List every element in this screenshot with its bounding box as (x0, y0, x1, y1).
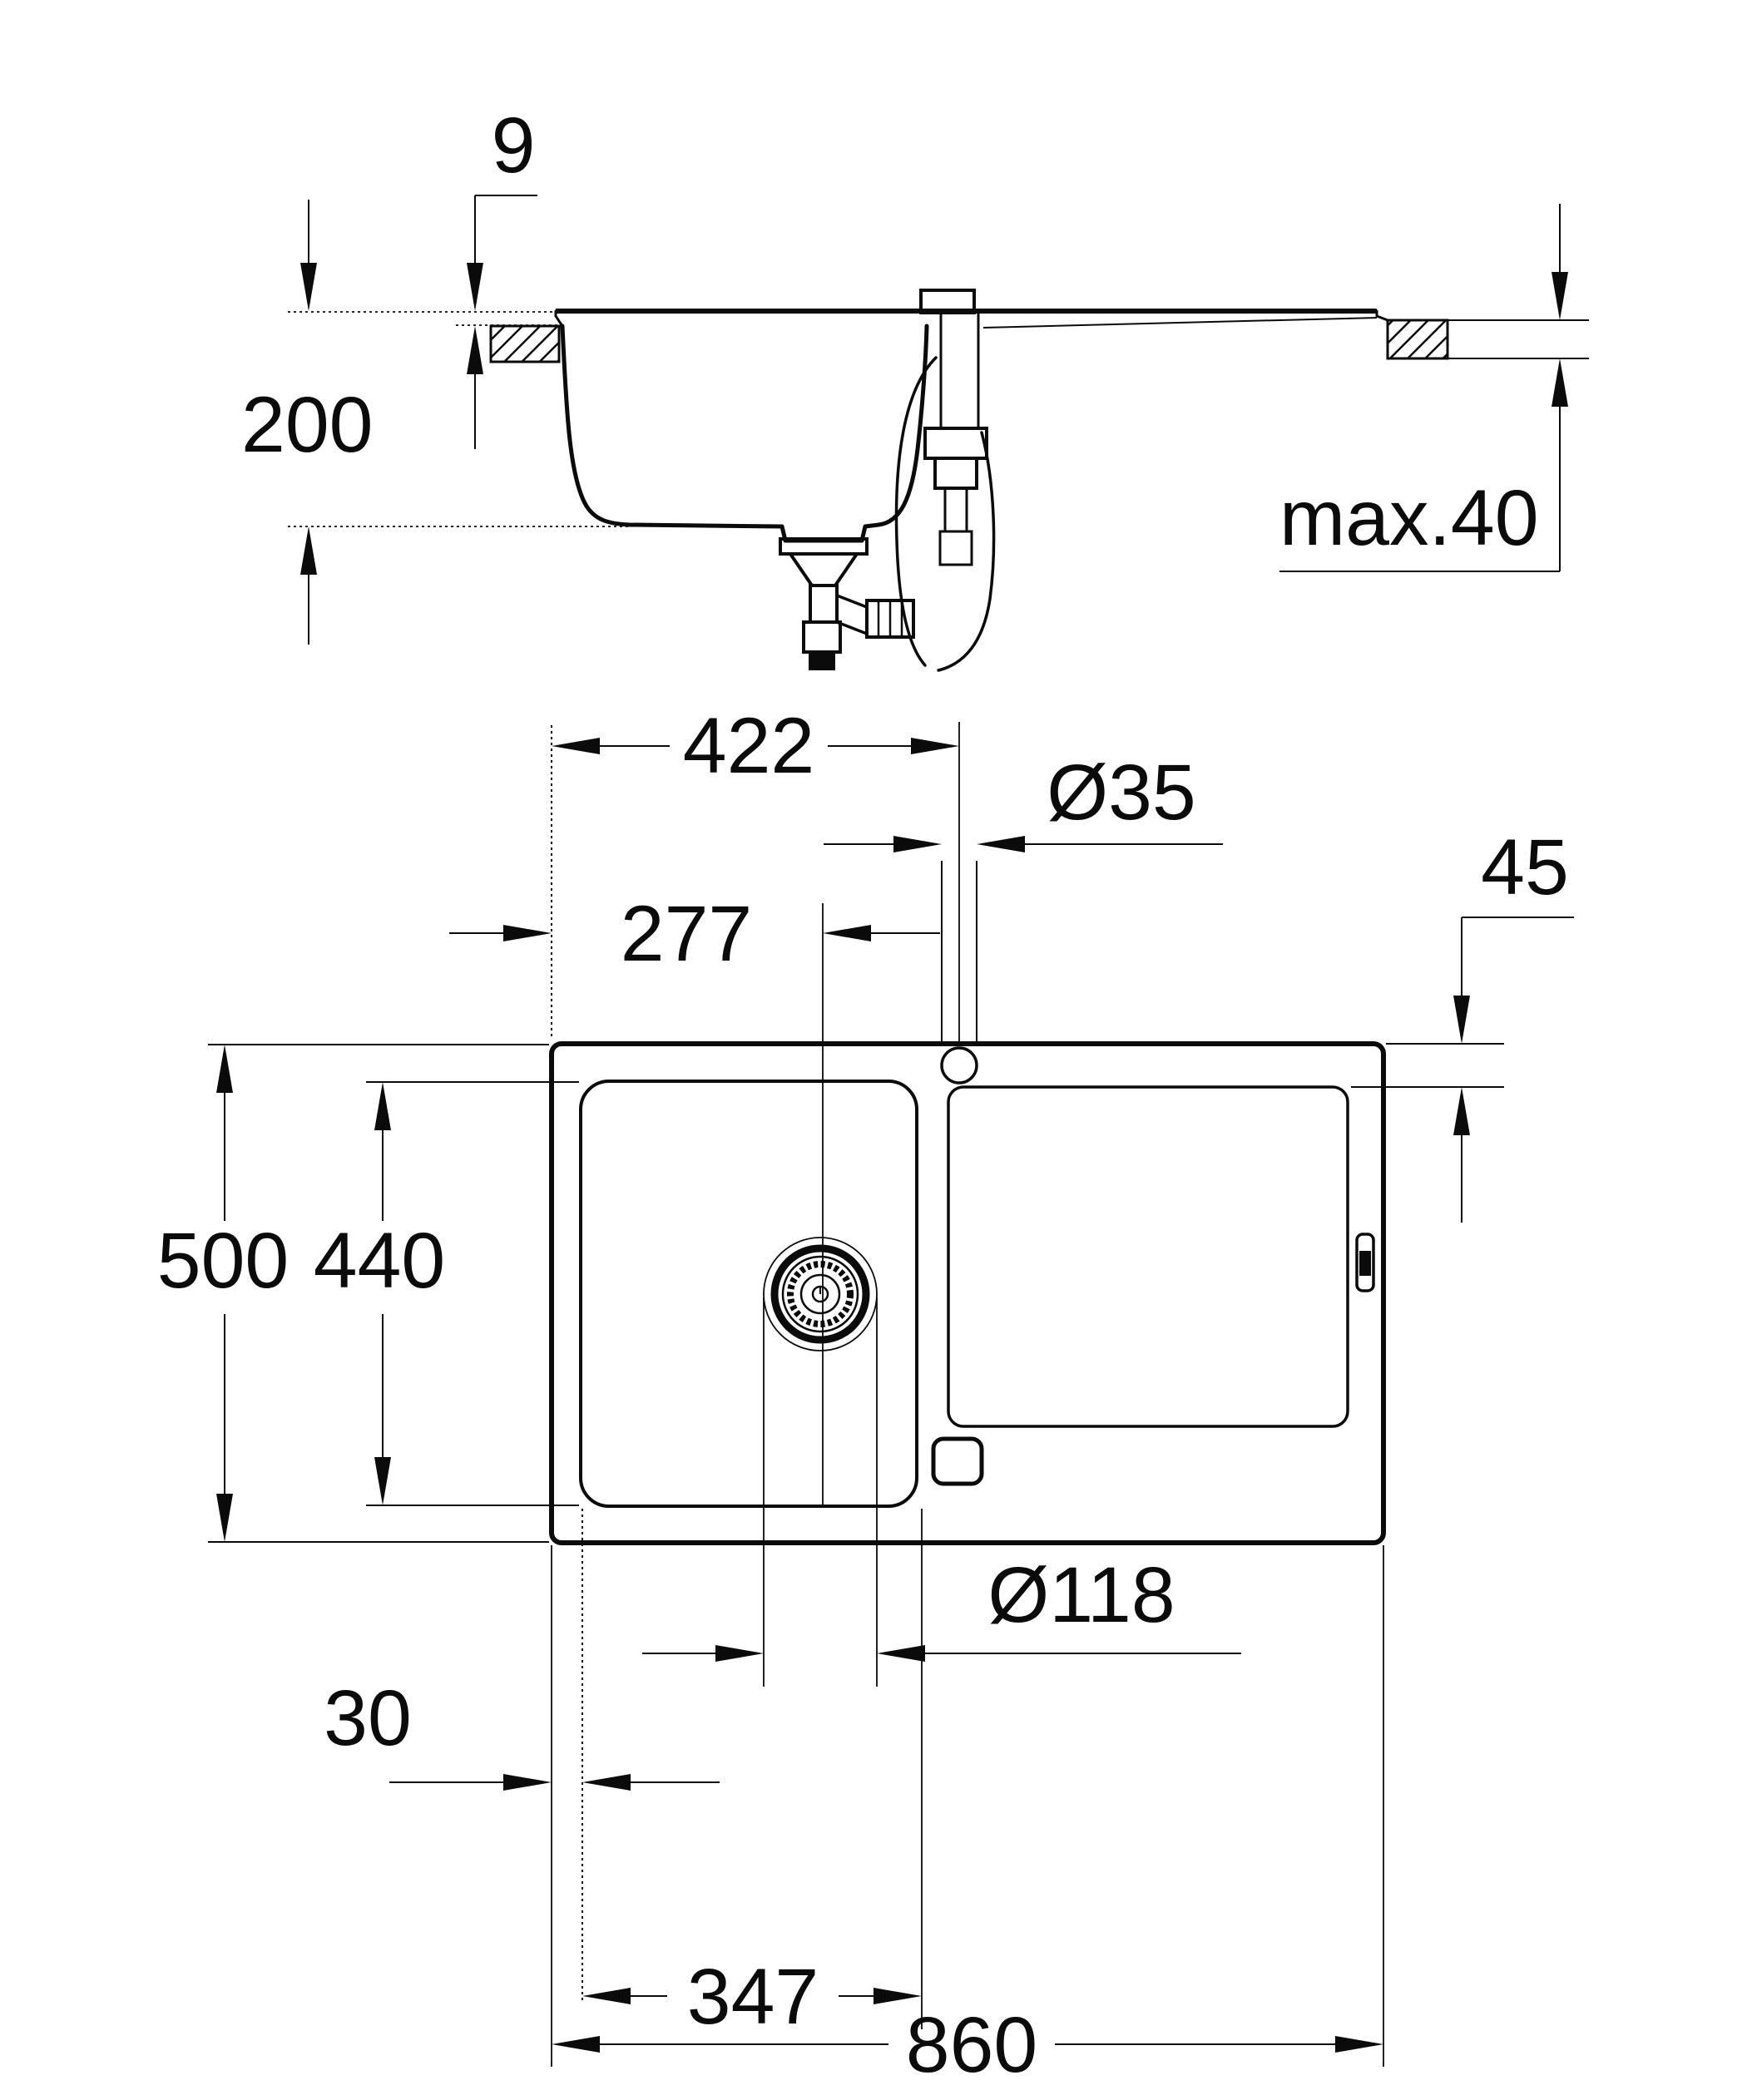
dim-max40-label: max.40 (1279, 474, 1539, 562)
dim-rim-top-width: 45 (1453, 823, 1574, 1223)
tap-fastening-nut (923, 427, 988, 460)
bowl-outline (579, 1080, 918, 1508)
drain-funnel (789, 552, 859, 587)
tap-hole-circle (940, 1046, 978, 1085)
dim-rim-height: 9 (467, 101, 537, 449)
section-bowl-profile (560, 324, 929, 543)
plan-view (549, 1041, 1386, 1545)
dim-860-arrowhead-right (1335, 2036, 1383, 2053)
dim-tap-center-from-left: 422 (552, 702, 959, 790)
dim-277-arrowhead-right-pointing (503, 925, 552, 941)
dim-347-arrowhead-left (582, 1988, 631, 2004)
overflow-slot-fill (1359, 1251, 1371, 1276)
dim-500-arrowhead-down (216, 1494, 233, 1542)
dim-30-arrowhead-left-pointing (582, 1774, 631, 1791)
dim-9-arrowhead-up (467, 326, 483, 374)
dim-tap-hole-diameter: Ø35 (824, 749, 1223, 852)
drain-serrated-ring (787, 1261, 854, 1327)
dim-440-arrowhead-down (374, 1457, 391, 1505)
drainboard-outline (947, 1085, 1349, 1428)
tap-stud-foot (938, 530, 973, 566)
dim-o35-arrowhead-right-pointing (893, 836, 942, 852)
sink-outline (549, 1041, 1386, 1545)
drain-lower-body (802, 620, 842, 654)
dim-bowl-depth-section: 200 (241, 200, 374, 645)
dim-9-arrowhead-down (467, 263, 483, 311)
tap-shank-cap (919, 289, 976, 314)
dim-860-label: 860 (906, 2001, 1038, 2089)
dim-45-arrowhead-down (1453, 996, 1470, 1044)
plan-dimensions: 422 Ø35 45 277 (157, 702, 1574, 2089)
dim-overall-depth: 500 (157, 1045, 290, 1542)
dim-500-arrowhead-up (216, 1045, 233, 1093)
countertop-section-left-hatch (489, 324, 561, 363)
dim-drain-flange-diameter: Ø118 (642, 1551, 1241, 1662)
dim-max40-arrowhead-down (1552, 272, 1568, 320)
dim-277-arrowhead-left-pointing (823, 925, 871, 941)
drain-foot (809, 652, 835, 670)
countertop-section-right-hatch (1386, 319, 1449, 360)
dim-422-arrowhead-right (911, 738, 959, 754)
dim-200-arrowhead-down (300, 263, 317, 311)
dim-30-arrowhead-right-pointing (503, 1774, 552, 1791)
overflow-slot-outline (1355, 1233, 1375, 1292)
dim-bowl-inner-width: 347 (582, 1953, 922, 2041)
dim-countertop-thickness: max.40 (1279, 204, 1568, 572)
dim-overall-width: 860 (552, 2001, 1383, 2089)
dim-o35-arrowhead-left-pointing (977, 836, 1025, 852)
section-deck-underside-line (982, 317, 1378, 329)
dim-860-arrowhead-left (552, 2036, 600, 2053)
dim-o118-label: Ø118 (987, 1551, 1175, 1639)
section-rim-right-edge (1375, 309, 1389, 322)
drain-flange-circle (763, 1237, 878, 1351)
dim-o118-arrowhead-left-pointing (877, 1645, 925, 1662)
dim-45-label: 45 (1481, 823, 1569, 912)
drain-strainer (763, 1237, 878, 1351)
drainboard-outlet-square (931, 1436, 984, 1486)
dim-347-arrowhead-right (874, 1988, 922, 2004)
dim-9-label: 9 (492, 101, 536, 190)
tap-supply-hose-right (937, 431, 996, 672)
dim-o35-label: Ø35 (1047, 749, 1196, 837)
dim-max40-arrowhead-up (1552, 358, 1568, 407)
dim-347-label: 347 (687, 1953, 819, 2041)
dim-277-label: 277 (621, 890, 753, 978)
tap-threaded-stud (943, 487, 968, 533)
dim-bowl-inner-depth: 440 (314, 1082, 446, 1505)
dim-200-label: 200 (241, 381, 374, 469)
dim-422-arrowhead-left (552, 738, 600, 754)
section-view: 9 200 max.40 (241, 101, 1589, 672)
drain-outer-ring (770, 1244, 870, 1344)
dim-500-label: 500 (157, 1217, 290, 1305)
dim-o118-arrowhead-right-pointing (715, 1645, 764, 1662)
tap-supply-hose-left (894, 356, 938, 667)
dim-422-label: 422 (683, 702, 815, 790)
dim-440-label: 440 (314, 1217, 446, 1305)
drain-inner-ring (799, 1273, 841, 1315)
dim-440-arrowhead-up (374, 1082, 391, 1130)
tap-fastening-washer (933, 457, 978, 490)
dim-45-arrowhead-up (1453, 1087, 1470, 1135)
dim-30-label: 30 (324, 1674, 412, 1762)
dim-200-arrowhead-up (300, 526, 317, 575)
dim-rim-side-width: 30 (324, 1674, 720, 1791)
section-rim-left-edge (554, 309, 564, 328)
drain-tailpipe (809, 584, 839, 624)
dim-drain-center-from-left: 277 (449, 890, 940, 978)
drain-middle-ring (781, 1255, 859, 1333)
